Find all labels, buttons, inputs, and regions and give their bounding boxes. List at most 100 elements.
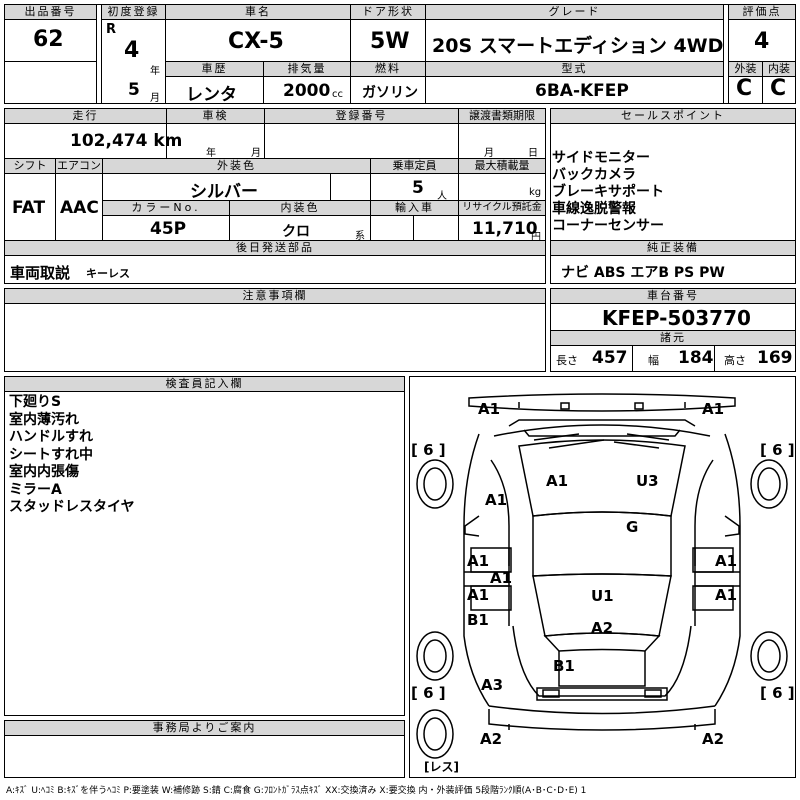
- legend: A:ｷｽﾞ U:ﾍｺﾐ B:ｷｽﾞを伴うﾍｺﾐ P:要塗装 W:補修跡 S:錆 …: [6, 786, 587, 796]
- recycle: 11,710: [472, 219, 538, 239]
- color-no-header: カラーNo.: [102, 200, 230, 216]
- model: 6BA-KFEP: [535, 81, 629, 101]
- cc-unit: cc: [332, 89, 343, 100]
- load-unit: kg: [529, 187, 542, 198]
- door-type: 5W: [370, 29, 410, 54]
- history: レンタ: [186, 85, 237, 105]
- capacity-header: 乗車定員: [370, 158, 459, 174]
- mileage-header: 走行: [4, 108, 167, 124]
- reg-year-unit: 年: [150, 66, 160, 77]
- wid-label: 幅: [648, 354, 659, 367]
- len: 457: [592, 348, 628, 368]
- inspector-line: ハンドルすれ: [9, 429, 93, 445]
- insp-year-unit: 年: [206, 148, 216, 159]
- color-cell-extra: [330, 173, 371, 201]
- door-header: ドア形状: [350, 4, 426, 20]
- inspection-header: 車検: [166, 108, 265, 124]
- sales-item: コーナーセンサー: [552, 218, 664, 234]
- sales-item: バックカメラ: [552, 167, 636, 183]
- capacity-unit: 人: [437, 191, 447, 202]
- damage-front-left: A1: [478, 400, 501, 418]
- damage-rear-left: A3: [481, 676, 504, 694]
- sales-item: ブレーキサポート: [552, 184, 664, 200]
- tire-front-left: [ 6 ]: [411, 441, 446, 459]
- inspector-header: 検査員記入欄: [4, 376, 405, 392]
- plate-cell: [264, 123, 459, 159]
- equipment: ナビ ABS エアB PS PW: [561, 265, 725, 281]
- recycle-header: リサイクル預託金: [458, 200, 546, 216]
- sales-item: サイドモニター: [552, 150, 650, 166]
- model-header: 型式: [425, 61, 724, 77]
- score-header: 評価点: [728, 4, 796, 20]
- sales-list: サイドモニター バックカメラ ブレーキサポート 車線逸脱警報 コーナーセンサー: [552, 150, 664, 235]
- damage-windshield: A1: [546, 472, 569, 490]
- color-no: 45P: [150, 219, 187, 239]
- transfer-header: 譲渡書類期限: [458, 108, 546, 124]
- capacity: 5: [412, 178, 424, 198]
- damage-door-lf-2: A1: [490, 569, 513, 587]
- grade-header: グレード: [425, 4, 724, 20]
- inspector-line: シートすれ中: [9, 446, 93, 463]
- car-diagram: [416, 393, 788, 759]
- damage-door-lf: A1: [467, 552, 490, 570]
- ext-header: 外装: [728, 61, 763, 77]
- insp-month-unit: 月: [251, 148, 261, 159]
- int-color-unit: 系: [355, 231, 365, 242]
- score: 4: [754, 29, 770, 54]
- mileage: 102,474 km: [70, 131, 183, 151]
- tire-rear-left: [ 6 ]: [411, 684, 446, 702]
- displacement-header: 排気量: [263, 61, 351, 77]
- diagram-block: [409, 376, 796, 778]
- chassis-number: KFEP-503770: [602, 306, 751, 330]
- recycle-unit: 円: [531, 232, 541, 243]
- hgt: 169: [757, 348, 793, 368]
- damage-rear-glass: A2: [591, 619, 614, 637]
- first-reg-header: 初度登録: [101, 4, 166, 20]
- reg-month-unit: 月: [150, 93, 160, 104]
- shift-header: シフト: [4, 158, 56, 174]
- later-item: 車両取説: [10, 264, 71, 282]
- later-item-small: キーレス: [86, 267, 130, 280]
- int-header: 内装: [762, 61, 796, 77]
- damage-bumper-right: A2: [702, 730, 725, 748]
- inspector-line: 下廻りS: [9, 394, 62, 410]
- car-name: CX-5: [228, 29, 284, 54]
- reg-month: 5: [128, 80, 140, 100]
- lot-blank: [4, 61, 97, 104]
- reg-year: 4: [124, 38, 140, 63]
- int-cell: [762, 76, 796, 104]
- damage-front-right: A1: [702, 400, 725, 418]
- ext-grade: C: [736, 76, 753, 101]
- int-color: クロ: [282, 224, 310, 240]
- damage-quarter-left: B1: [467, 611, 489, 629]
- lot-number: 62: [33, 27, 64, 52]
- import-cell: [370, 215, 414, 241]
- ac: AAC: [60, 198, 99, 218]
- model-cell: [425, 76, 724, 104]
- int-grade: C: [770, 76, 787, 101]
- fuel: ガソリン: [362, 85, 418, 101]
- len-label: 長さ: [556, 354, 578, 367]
- int-color-header: 内装色: [229, 200, 371, 216]
- notes-header: 注意事項欄: [4, 288, 546, 304]
- damage-hood-dent: U3: [636, 472, 659, 490]
- car-name-header: 車名: [165, 4, 351, 20]
- later-header: 後日発送部品: [4, 240, 546, 256]
- inspector-line: 室内薄汚れ: [9, 411, 79, 428]
- import-header: 輸入車: [370, 200, 459, 216]
- load-header: 最大積載量: [458, 158, 546, 174]
- inspector-line: スタッドレスタイヤ: [9, 499, 135, 515]
- import-cell-2: [413, 215, 459, 241]
- damage-tailgate: B1: [553, 657, 575, 675]
- plate-header: 登録番号: [264, 108, 459, 124]
- dims-header: 諸元: [550, 330, 796, 346]
- transfer-month: 月: [484, 148, 494, 159]
- damage-glass: G: [626, 518, 639, 536]
- spare-tire: [レス]: [424, 760, 459, 774]
- damage-door-rr: A1: [715, 586, 738, 604]
- tire-rear-right: [ 6 ]: [760, 684, 795, 702]
- fuel-header: 燃料: [350, 61, 426, 77]
- transfer-day: 日: [528, 148, 538, 159]
- damage-door-rf: A1: [715, 552, 738, 570]
- displacement: 2000: [283, 81, 331, 101]
